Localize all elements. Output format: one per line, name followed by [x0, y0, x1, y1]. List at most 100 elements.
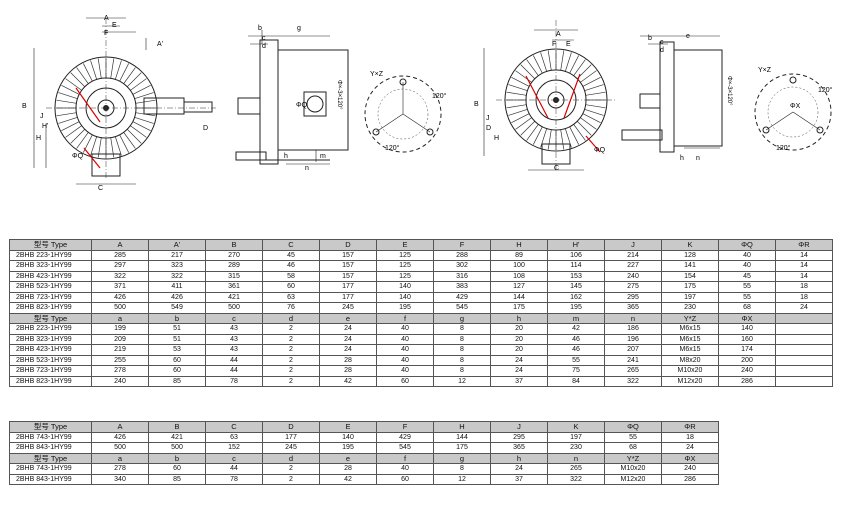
- value-cell: 43: [205, 333, 263, 345]
- value-cell: 40: [376, 333, 434, 345]
- value-cell: 175: [661, 281, 719, 293]
- dim-label: C: [554, 165, 559, 172]
- column-header: h: [490, 452, 548, 464]
- column-header: a: [91, 312, 149, 324]
- value-cell: 114: [547, 260, 605, 272]
- value-cell: 42: [319, 375, 377, 387]
- value-cell: 230: [547, 442, 605, 454]
- value-cell: 12: [433, 473, 491, 485]
- value-cell: M12x20: [604, 473, 662, 485]
- value-cell: 8: [433, 333, 491, 345]
- front-view-double: [483, 20, 616, 171]
- dim-label: B: [22, 103, 27, 110]
- value-cell: 55: [547, 354, 605, 366]
- column-header: g: [433, 312, 491, 324]
- value-cell: 195: [319, 442, 377, 454]
- value-cell: 55: [718, 291, 776, 303]
- value-cell: 500: [148, 442, 206, 454]
- value-cell: 175: [433, 442, 491, 454]
- column-header: f: [376, 452, 434, 464]
- dim-label: n: [696, 155, 700, 162]
- value-cell: 43: [205, 323, 263, 335]
- dim-label: d: [262, 43, 266, 50]
- value-cell: 195: [376, 302, 434, 314]
- value-cell: 177: [319, 281, 377, 293]
- value-cell: 140: [718, 323, 776, 335]
- value-cell: 316: [433, 270, 491, 282]
- dim-label: g: [297, 25, 301, 32]
- column-header: c: [205, 452, 263, 464]
- value-cell: 24: [775, 302, 833, 314]
- dim-label: H': [42, 123, 48, 130]
- value-cell: 315: [205, 270, 263, 282]
- technical-drawings: A E F A' B J C H H' D ΦQ b g c d Φ×-3×12…: [22, 15, 833, 192]
- value-cell: 108: [490, 270, 548, 282]
- value-cell: 20: [490, 333, 548, 345]
- value-cell: 177: [319, 291, 377, 303]
- model-cell: 2BHB 223-1HY99: [9, 249, 92, 261]
- value-cell: 217: [148, 249, 206, 261]
- value-cell: 63: [262, 291, 320, 303]
- column-header: 型号 Type: [9, 421, 92, 433]
- value-cell: M6x15: [661, 323, 719, 335]
- value-cell: 160: [718, 333, 776, 345]
- value-cell: 106: [547, 249, 605, 261]
- column-header: E: [319, 421, 377, 433]
- value-cell: 63: [205, 431, 263, 443]
- value-cell: 322: [547, 473, 605, 485]
- value-cell: 14: [775, 270, 833, 282]
- value-cell: 44: [205, 365, 263, 377]
- column-header: K: [547, 421, 605, 433]
- value-cell: 240: [604, 270, 662, 282]
- dim-label: ΦX: [790, 103, 801, 110]
- value-cell: [775, 365, 833, 377]
- value-cell: 286: [718, 375, 776, 387]
- value-cell: 199: [91, 323, 149, 335]
- flange-detail-single: [364, 75, 442, 153]
- value-cell: 43: [205, 344, 263, 356]
- column-header: F: [376, 421, 434, 433]
- dim-label: h: [680, 155, 684, 162]
- model-cell: 2BHB 743-1HY99: [9, 463, 92, 475]
- model-cell: 2BHB 323-1HY99: [9, 333, 92, 345]
- value-cell: 28: [319, 463, 377, 475]
- value-cell: 278: [91, 365, 149, 377]
- value-cell: 157: [319, 260, 377, 272]
- value-cell: 154: [661, 270, 719, 282]
- dim-label: Y×Z: [370, 71, 384, 78]
- value-cell: 58: [262, 270, 320, 282]
- value-cell: 8: [433, 463, 491, 475]
- model-cell: 2BHB 823-1HY99: [9, 302, 92, 314]
- value-cell: 240: [91, 375, 149, 387]
- value-cell: 265: [547, 463, 605, 475]
- value-cell: 141: [661, 260, 719, 272]
- value-cell: 186: [604, 323, 662, 335]
- value-cell: 55: [718, 281, 776, 293]
- value-cell: 241: [604, 354, 662, 366]
- value-cell: 55: [604, 431, 662, 443]
- model-cell: 2BHB 423-1HY99: [9, 344, 92, 356]
- value-cell: 140: [376, 281, 434, 293]
- dim-label: H: [36, 135, 41, 142]
- value-cell: 197: [547, 431, 605, 443]
- value-cell: 157: [319, 270, 377, 282]
- dim-label: b: [648, 35, 652, 42]
- value-cell: M6x15: [661, 333, 719, 345]
- value-cell: 297: [91, 260, 149, 272]
- value-cell: 24: [319, 333, 377, 345]
- value-cell: 2: [262, 354, 320, 366]
- column-header: m: [547, 312, 605, 324]
- value-cell: 240: [718, 365, 776, 377]
- value-cell: 24: [490, 463, 548, 475]
- column-header: d: [262, 312, 320, 324]
- column-header: f: [376, 312, 434, 324]
- value-cell: 46: [547, 333, 605, 345]
- column-header: H: [490, 239, 548, 251]
